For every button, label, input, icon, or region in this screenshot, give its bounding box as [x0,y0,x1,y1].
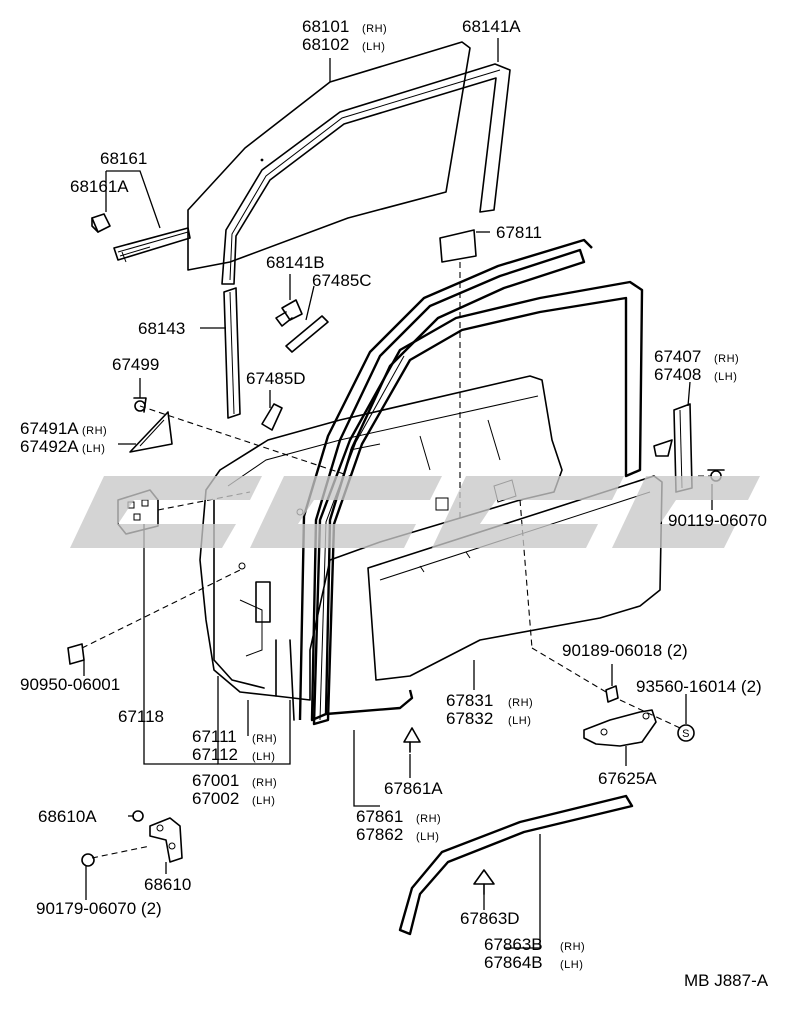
clip-67863d [473,869,495,895]
label-67864b-lh: (LH) [560,959,583,971]
mirror-cover [129,411,173,453]
label-67485c: 67485C [312,271,372,290]
label-67118: 67118 [118,707,164,726]
label-68102-lh: (LH) [362,41,385,53]
label-68610a: 68610A [38,807,97,826]
label-67863d: 67863D [460,909,520,928]
label-68141b: 68141B [266,253,325,272]
screw-67499 [133,397,147,413]
rear-lower-channel [223,287,241,419]
label-90179-06070: 90179-06070 (2) [36,899,162,918]
label-67485d: 67485D [246,369,306,388]
label-68161: 68161 [100,149,147,168]
label-68101: 68101 [302,17,349,36]
label-67861a: 67861A [384,779,443,798]
label-67002: 67002 [192,789,239,808]
label-67864b: 67864B [484,953,543,972]
label-68610: 68610 [144,875,191,894]
label-68141a: 68141A [462,17,521,36]
symbol-s-text: S [682,728,690,740]
label-67831-rh: (RH) [508,697,533,709]
service-hole-cover [439,229,477,263]
label-68143: 68143 [138,319,185,338]
label-67111-rh: (RH) [252,733,277,745]
label-90119-06070: 90119-06070 [668,511,767,530]
label-90950-06001: 90950-06001 [20,675,120,694]
label-67832: 67832 [446,709,493,728]
diagram-code: MB J887-A [684,971,769,990]
label-67811: 67811 [496,223,542,242]
clip-90950 [67,643,85,665]
label-67831: 67831 [446,691,493,710]
leader-lines [81,38,713,949]
label-67492a-lh: (LH) [82,443,105,455]
label-67112-lh: (LH) [252,751,275,763]
glass-run-bracket [275,299,303,327]
label-67002-lh: (LH) [252,795,275,807]
label-67832-lh: (LH) [508,715,531,727]
label-68102: 68102 [302,35,349,54]
label-67492a: 67492A [20,437,79,456]
label-67408: 67408 [654,365,701,384]
label-93560-16014: 93560-16014 (2) [636,677,762,696]
scuff-plate [398,794,634,936]
weatherstrip-clip [91,213,111,233]
label-67408-lh: (LH) [714,371,737,383]
watermark [70,476,760,548]
symbol-s: S [677,724,695,742]
label-67407: 67407 [654,347,701,366]
label-68161a: 68161A [70,177,129,196]
glass-run [221,63,511,285]
clip-90189 [605,685,619,703]
label-67001: 67001 [192,771,239,790]
label-67863b: 67863B [484,935,543,954]
outer-belt-weatherstrip [113,227,191,263]
seal-67485d [261,403,283,431]
part-labels: 68101 (RH) 68102 (LH) 68141A 68161 68161… [20,17,769,990]
label-67861-rh: (RH) [416,813,441,825]
label-67863b-rh: (RH) [560,941,585,953]
label-67499: 67499 [112,355,159,374]
label-68101-rh: (RH) [362,23,387,35]
regulator-bracket [583,709,657,747]
label-90189-06018: 90189-06018 (2) [562,641,688,660]
label-67111: 67111 [192,727,237,746]
label-67407-rh: (RH) [714,353,739,365]
label-67491a-rh: (RH) [82,425,107,437]
door-glass [187,41,471,271]
label-67625a: 67625A [598,769,657,788]
label-67491a: 67491A [20,419,79,438]
clip-67861a [403,727,421,753]
label-67001-rh: (RH) [252,777,277,789]
seal-67485c [285,315,329,353]
label-67862-lh: (LH) [416,831,439,843]
label-67861: 67861 [356,807,403,826]
label-67862: 67862 [356,825,403,844]
door-hinge [149,817,183,863]
label-67112: 67112 [192,745,238,764]
